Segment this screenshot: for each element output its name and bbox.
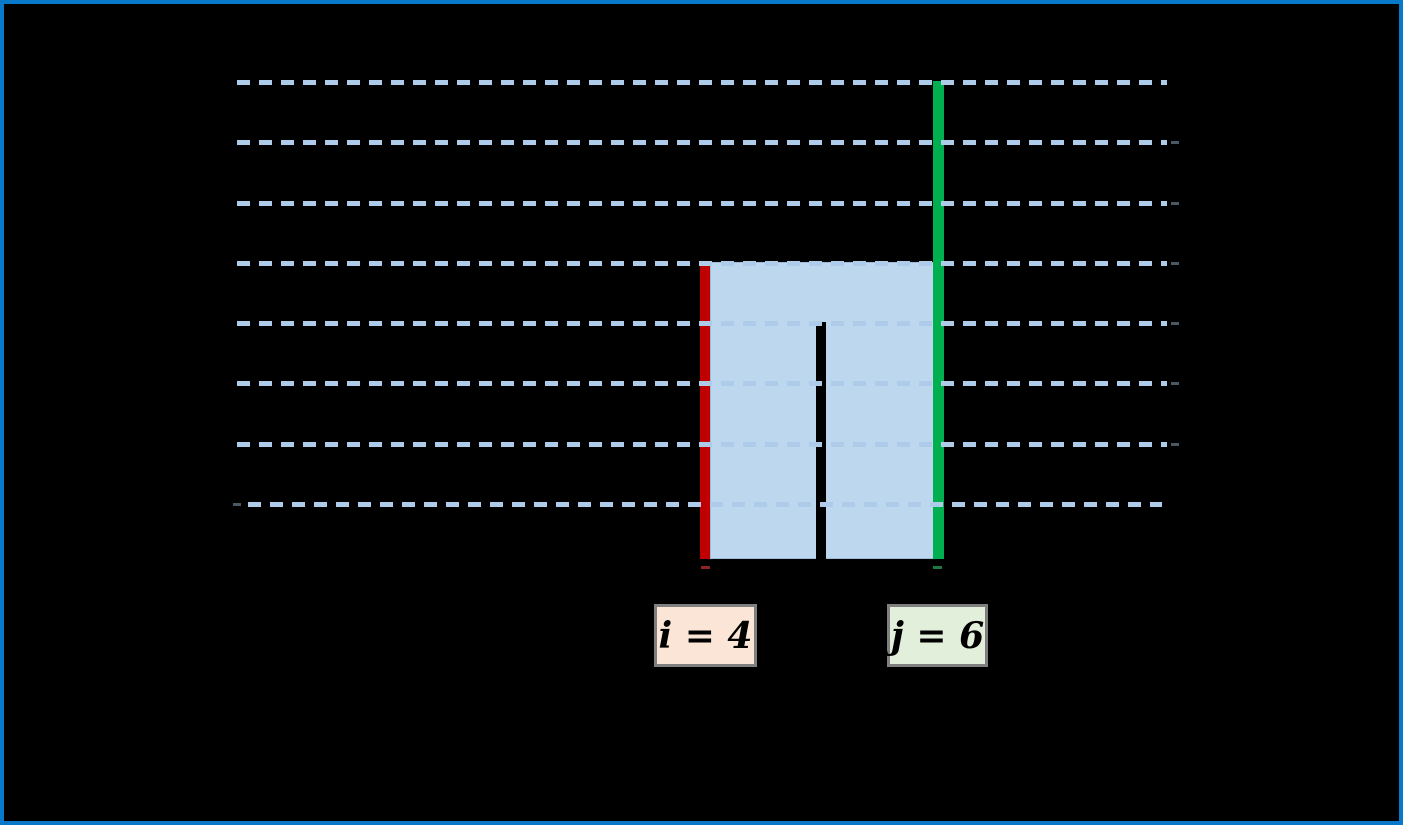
right-pointer-base-tick [933,566,942,569]
right-pointer-bar [933,81,944,559]
dashed-gridline-4 [237,261,1167,266]
i-pointer-label: i = 4 [654,604,757,667]
dashed-gridline-1 [237,80,1167,85]
left-pointer-bar [700,261,710,559]
middle-bar [816,322,826,559]
i-pointer-label-text: i = 4 [658,614,753,657]
gridline-end-tick [1171,262,1179,265]
dashed-gridline-2 [237,140,1167,145]
j-pointer-label-text: j = 6 [890,614,985,657]
gridline-end-tick [1171,141,1179,144]
gridline-end-tick [1171,322,1179,325]
dashed-gridline-5 [237,321,1167,326]
dashed-gridline-3 [237,201,1167,206]
gridline-end-tick [1171,443,1179,446]
gridline-end-tick [233,503,241,506]
dashed-gridline-7 [237,442,1167,447]
left-pointer-base-tick [701,566,710,569]
j-pointer-label: j = 6 [887,604,988,667]
dashed-gridline-6 [237,381,1167,386]
dashed-gridline-8 [248,502,1162,507]
gridline-end-tick [1171,202,1179,205]
gridline-end-tick [1171,382,1179,385]
